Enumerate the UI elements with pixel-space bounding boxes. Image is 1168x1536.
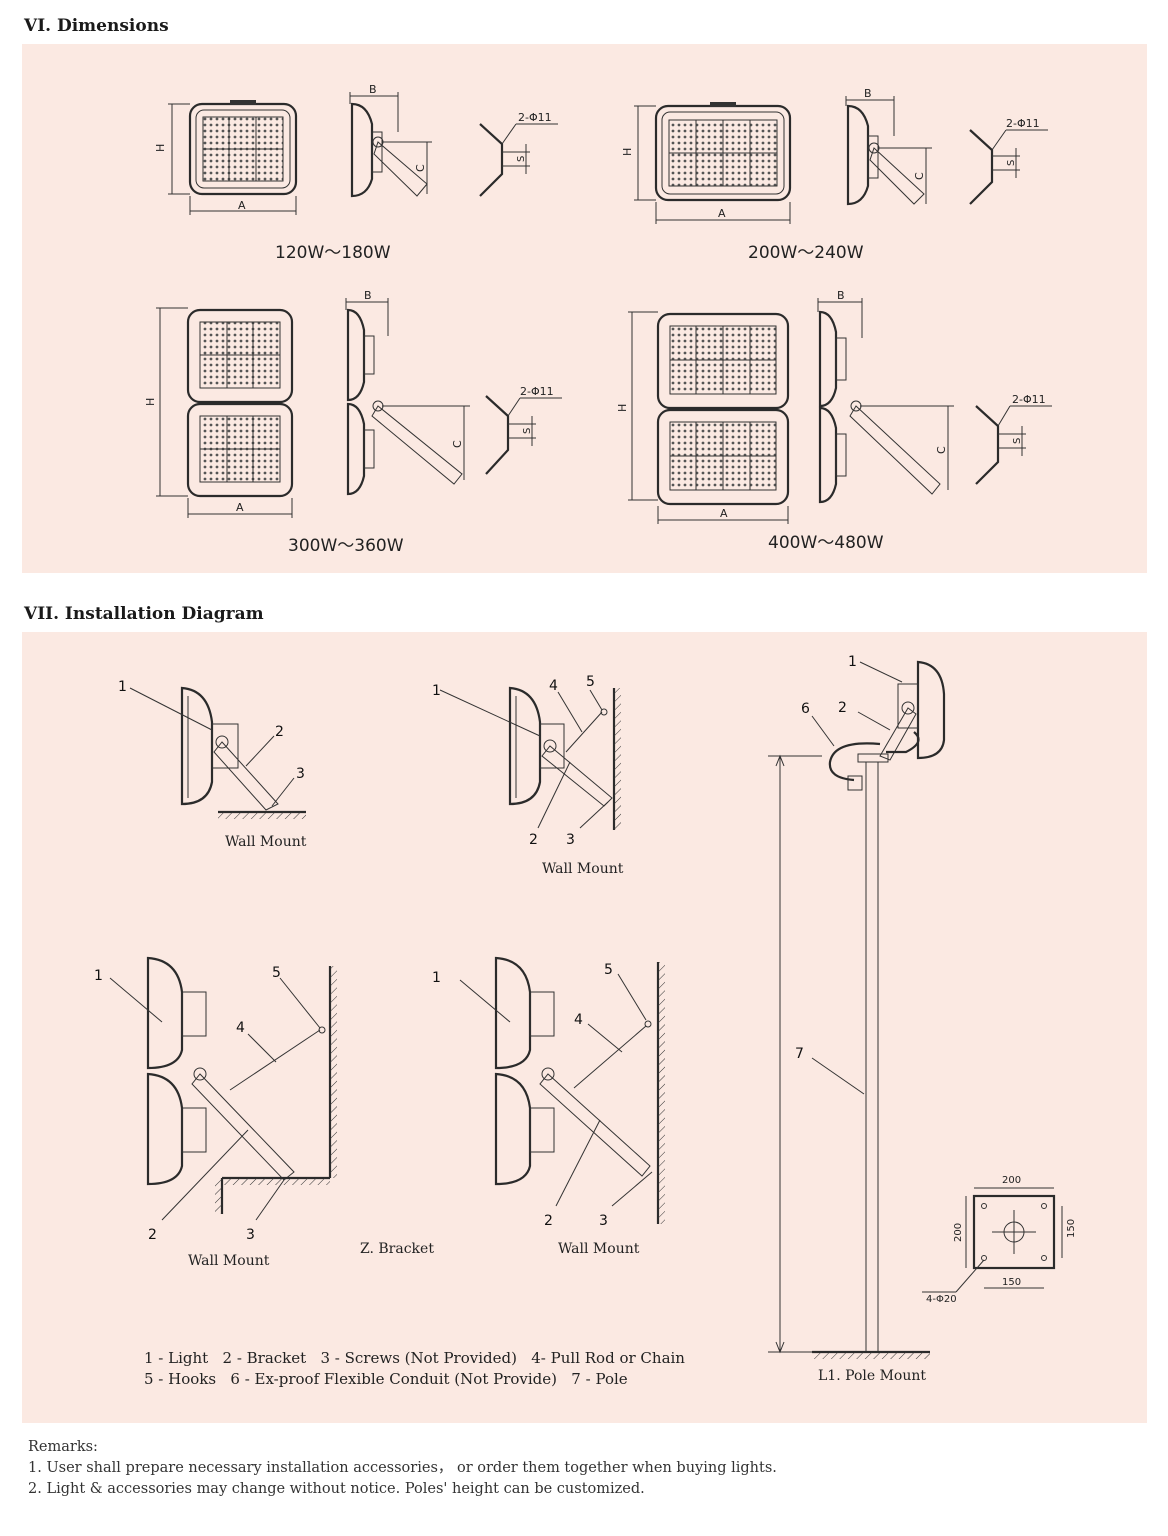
caption-wall-mount: Wall Mount: [542, 861, 624, 877]
dim-a-label: A: [236, 501, 244, 514]
dim-h-label: H: [616, 404, 629, 412]
front-view: H A: [154, 100, 298, 215]
model-300w-360w: H A B C S: [144, 289, 562, 556]
callout-3: 3: [246, 1227, 255, 1243]
dim-s-label: S: [516, 156, 527, 162]
callout-1: 1: [432, 683, 441, 699]
front-view: H A: [144, 307, 294, 518]
pole-mount: 1 2 6 7 L1. Pole Mount: [768, 654, 946, 1384]
dim-s-label: S: [522, 428, 533, 434]
dim-a-label: A: [238, 199, 246, 212]
bracket-view: S 2-Φ11: [969, 117, 1048, 205]
dim-b-label: B: [369, 83, 377, 96]
caption-pole-mount: L1. Pole Mount: [818, 1368, 926, 1384]
callout-5: 5: [586, 674, 595, 690]
model-400w-480w: H A B C S: [616, 289, 1052, 553]
dim-h-label: H: [154, 144, 167, 152]
callout-2: 2: [838, 700, 847, 716]
callout-3: 3: [599, 1213, 608, 1229]
caption-wall-mount: Wall Mount: [188, 1253, 270, 1269]
remark-item-1: 1. User shall prepare necessary installa…: [28, 1460, 777, 1476]
legend-line-2: 5 - Hooks 6 - Ex-proof Flexible Conduit …: [144, 1370, 628, 1388]
callout-4: 4: [236, 1020, 245, 1036]
remarks: Remarks: 1. User shall prepare necessary…: [28, 1437, 777, 1500]
hole-label: 2-Φ11: [1012, 393, 1046, 406]
dimensions-title: VI. Dimensions: [24, 16, 169, 36]
front-view: H A: [616, 311, 790, 524]
side-view: B C: [817, 289, 954, 504]
dim-h-label: H: [621, 148, 634, 156]
legend-line-1: 1 - Light 2 - Bracket 3 - Screws (Not Pr…: [144, 1349, 685, 1367]
installation-panel: 1 2 3 Wall Mount 1 4 5 2 3 Wall Mount: [22, 632, 1147, 1423]
callout-1: 1: [118, 679, 127, 695]
callout-4: 4: [574, 1012, 583, 1028]
installation-drawing: 1 2 3 Wall Mount 1 4 5 2 3 Wall Mount: [94, 654, 1077, 1388]
plate-dim-left: 200: [953, 1223, 964, 1242]
hole-label: 2-Φ11: [1006, 117, 1040, 130]
wall-mount-double-rod: 1 5 4 2 3 Wall Mount: [432, 956, 665, 1257]
wall-mount-floor: 1 2 3 Wall Mount: [118, 679, 307, 850]
side-view: B C: [845, 87, 932, 206]
callout-7: 7: [795, 1046, 804, 1062]
bracket-view: S 2-Φ11: [479, 111, 558, 197]
dim-b-label: B: [364, 289, 372, 302]
callout-3: 3: [296, 766, 305, 782]
dim-b-label: B: [837, 289, 845, 302]
model-120w-180w: H A B C S: [154, 83, 558, 263]
side-view: B C: [345, 289, 470, 496]
callout-4: 4: [549, 678, 558, 694]
model-caption: 120W～180W: [275, 243, 391, 263]
dim-s-label: S: [1012, 438, 1023, 444]
callout-1: 1: [94, 968, 103, 984]
plate-dim-right: 150: [1066, 1219, 1077, 1238]
base-plate-detail: 200 200 150 150 4-Φ20: [922, 1175, 1077, 1305]
caption-wall-mount: Wall Mount: [558, 1241, 640, 1257]
plate-dim-top: 200: [1002, 1175, 1021, 1186]
bracket-view: S 2-Φ11: [485, 385, 562, 475]
installation-title: VII. Installation Diagram: [24, 604, 264, 624]
caption-wall-mount: Wall Mount: [225, 834, 307, 850]
callout-2: 2: [148, 1227, 157, 1243]
hole-label: 2-Φ11: [520, 385, 554, 398]
side-view: B C: [349, 83, 432, 198]
callout-2: 2: [529, 832, 538, 848]
dim-b-label: B: [864, 87, 872, 100]
dim-a-label: A: [720, 507, 728, 520]
callout-3: 3: [566, 832, 575, 848]
dim-s-label: S: [1006, 160, 1017, 166]
remarks-title: Remarks:: [28, 1439, 98, 1455]
dim-h-label: H: [144, 398, 157, 406]
dim-c-label: C: [913, 172, 926, 180]
model-caption: 400W～480W: [768, 533, 884, 553]
model-caption: 300W～360W: [288, 536, 404, 556]
callout-6: 6: [801, 701, 810, 717]
dim-a-label: A: [718, 207, 726, 220]
dim-c-label: C: [451, 440, 464, 448]
z-bracket-double: 1 5 4 2 3 Wall Mount Z. Bracket: [94, 956, 434, 1269]
remark-item-2: 2. Light & accessories may change withou…: [28, 1481, 645, 1497]
dimensions-panel: H A B C S: [22, 44, 1147, 573]
front-view: H A: [621, 102, 792, 224]
dim-c-label: C: [935, 446, 948, 454]
bracket-view: S 2-Φ11: [975, 393, 1052, 485]
plate-dim-bottom: 150: [1002, 1277, 1021, 1288]
dim-c-label: C: [414, 164, 427, 172]
callout-5: 5: [604, 962, 613, 978]
callout-5: 5: [272, 965, 281, 981]
wall-mount-rod: 1 4 5 2 3 Wall Mount: [432, 674, 624, 877]
callout-1: 1: [432, 970, 441, 986]
dimensions-drawing: H A B C S: [144, 83, 1052, 556]
callout-2: 2: [544, 1213, 553, 1229]
hole-label: 2-Φ11: [518, 111, 552, 124]
plate-holes: 4-Φ20: [926, 1294, 957, 1305]
caption-z-bracket: Z. Bracket: [360, 1241, 434, 1257]
callout-1: 1: [848, 654, 857, 670]
model-caption: 200W～240W: [748, 243, 864, 263]
callout-2: 2: [275, 724, 284, 740]
legend: 1 - Light 2 - Bracket 3 - Screws (Not Pr…: [144, 1349, 685, 1388]
model-200w-240w: H A B C S 2-Φ11: [621, 87, 1048, 263]
